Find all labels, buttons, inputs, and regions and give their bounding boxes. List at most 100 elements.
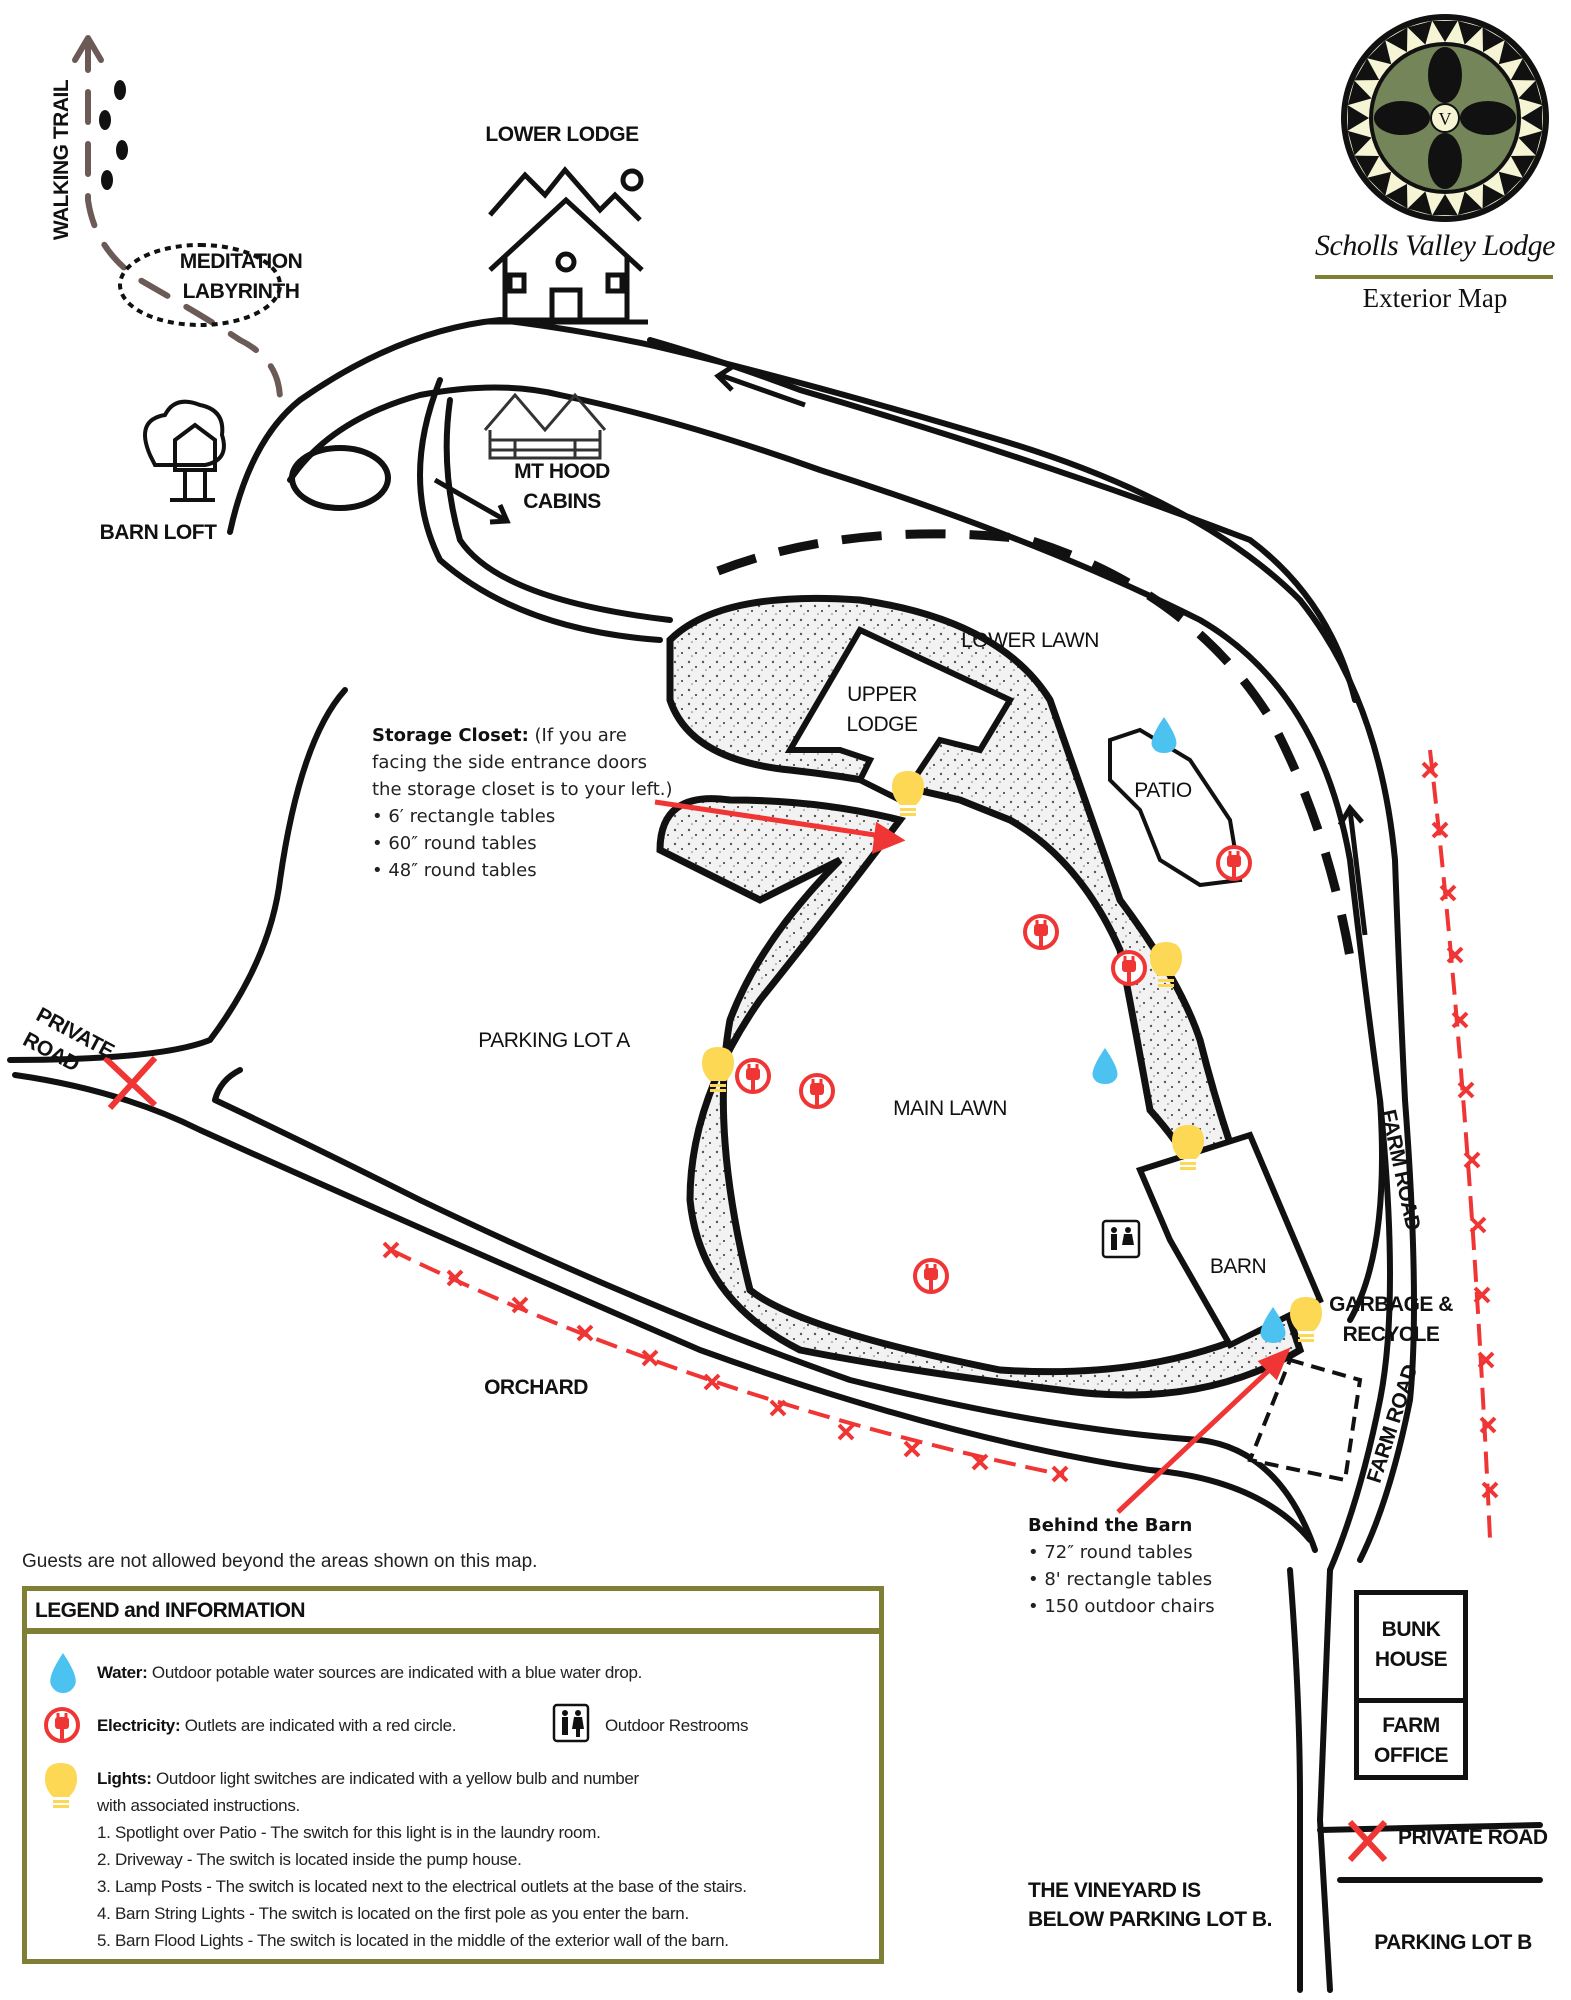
orchard-fence	[390, 1248, 1065, 1477]
logo-tooth	[1482, 27, 1505, 53]
storage-closet-title: Storage Closet:	[372, 725, 529, 746]
logo-tooth	[1347, 80, 1372, 106]
label-garbage-recycle: GARBAGE & RECYCLE	[1329, 1290, 1453, 1350]
behind-barn-item: • 150 outdoor chairs	[1028, 1596, 1215, 1617]
electric-outlet-icon	[1111, 950, 1147, 986]
storage-item: • 48″ round tables	[372, 860, 537, 881]
logo-tooth	[1498, 40, 1523, 65]
legend-water: Water: Outdoor potable water sources are…	[97, 1659, 642, 1686]
behind-barn-item: • 8' rectangle tables	[1028, 1569, 1213, 1590]
water-drop-icon	[1260, 1307, 1286, 1343]
logo-tooth	[1407, 191, 1433, 216]
light-instruction: 4. Barn String Lights - The switch is lo…	[97, 1904, 689, 1923]
legend-water-label: Water:	[97, 1663, 148, 1682]
label-line: MT HOOD	[514, 460, 610, 483]
walking-trail-path	[85, 37, 283, 403]
map-subtitle: Exterior Map	[1362, 283, 1508, 313]
logo-tooth	[1407, 20, 1433, 45]
label-line: MEDITATION	[179, 250, 303, 273]
logo-tooth	[1385, 183, 1408, 209]
lower-lawn-boundary	[716, 529, 1358, 976]
fence-post-mark	[971, 1453, 989, 1471]
light-instruction: 5. Barn Flood Lights - The switch is loc…	[97, 1931, 729, 1950]
fence-post-mark	[703, 1373, 721, 1391]
road-upper-inner	[287, 384, 1385, 1323]
logo-tooth	[1518, 80, 1543, 106]
label-line: RECYCLE	[1342, 1323, 1440, 1346]
label-barn: BARN	[1209, 1255, 1267, 1278]
fence-post-mark	[769, 1399, 787, 1417]
fence-post-mark	[1051, 1465, 1069, 1483]
label-lower-lawn: LOWER LAWN	[961, 629, 1099, 652]
logo-tooth	[1521, 105, 1543, 131]
logo-tooth	[1432, 20, 1458, 42]
farm-fence	[1428, 749, 1492, 1540]
storage-closet-text: facing the side entrance doors	[372, 752, 647, 773]
fence-post-mark	[1469, 1216, 1487, 1234]
electric-outlet-icon	[1216, 845, 1252, 881]
barn-loft-icon	[143, 399, 226, 502]
logo-letter: V	[1439, 109, 1452, 129]
legend-title: LEGEND and INFORMATION	[27, 1591, 879, 1634]
electric-outlet-icon	[1023, 914, 1059, 950]
storage-item: • 60″ round tables	[372, 833, 537, 854]
label-mt-hood-cabins: MT HOOD CABINS	[514, 457, 610, 517]
label-line: OFFICE	[1374, 1744, 1449, 1767]
road-arrow	[1337, 803, 1368, 936]
fence-post-mark	[1446, 946, 1464, 964]
light-bulb-icon	[1150, 942, 1182, 987]
logo-tooth	[1498, 171, 1523, 196]
footprints-icon	[99, 80, 128, 190]
road-upper-outer	[227, 317, 1408, 1103]
label-private-road-bottom: PRIVATE ROAD	[1398, 1826, 1548, 1849]
fence-post-mark	[1473, 1286, 1491, 1304]
light-instruction: 2. Driveway - The switch is located insi…	[97, 1850, 522, 1869]
legend-electricity-text: Outlets are indicated with a red circle.	[180, 1716, 457, 1735]
logo-tooth	[1457, 191, 1483, 216]
gravel-paths	[656, 594, 1305, 1399]
light-bulb-icon	[1290, 1297, 1322, 1342]
upper-lodge-building	[784, 626, 1015, 804]
fence-post-mark	[446, 1269, 464, 1287]
label-barn-loft: BARN LOFT	[99, 521, 217, 544]
roundabout	[289, 445, 391, 511]
label-line: CABINS	[523, 490, 601, 513]
fence-post-mark	[1431, 821, 1449, 839]
fence-post-mark	[903, 1440, 921, 1458]
label-line: GARBAGE &	[1329, 1293, 1453, 1316]
divider	[1359, 1698, 1463, 1703]
fence-post-mark	[511, 1296, 529, 1314]
restroom-icon	[552, 1703, 590, 1743]
water-drop-icon	[1151, 717, 1177, 753]
mt-hood-cabins-icon	[483, 392, 607, 460]
fence-post-mark	[641, 1349, 659, 1367]
label-line: THE VINEYARD IS	[1028, 1879, 1201, 1902]
logo-tooth	[1518, 130, 1543, 156]
storage-closet-arrow	[654, 799, 896, 841]
parking-lot-a-outline	[7, 687, 348, 1063]
logo-tooth	[1510, 58, 1536, 81]
label-line: BUNK	[1381, 1618, 1441, 1641]
fence-post-mark	[1421, 761, 1439, 779]
legend-lights-line: Lights: Outdoor light switches are indic…	[97, 1765, 747, 1792]
behind-barn-title: Behind the Barn	[1028, 1515, 1193, 1536]
water-drop-icon	[1092, 1048, 1118, 1084]
fence-post-mark	[1477, 1351, 1495, 1369]
light-bulb-icon	[702, 1047, 734, 1092]
logo-tooth	[1385, 27, 1408, 53]
labyrinth-circle	[118, 243, 282, 328]
legend-lights-text: Outdoor light switches are indicated wit…	[151, 1769, 639, 1788]
electric-outlet-icon	[913, 1258, 949, 1294]
fence-post-mark	[1457, 1081, 1475, 1099]
lodge-logo: V	[1341, 14, 1549, 222]
logo-tooth	[1482, 183, 1505, 209]
label-walking-trail: WALKING TRAIL	[50, 79, 73, 241]
garbage-area	[1247, 1357, 1363, 1483]
light-instruction: 3. Lamp Posts - The switch is located ne…	[97, 1877, 747, 1896]
legend-lights-label: Lights:	[97, 1769, 152, 1788]
fence-post-mark	[1481, 1481, 1499, 1499]
